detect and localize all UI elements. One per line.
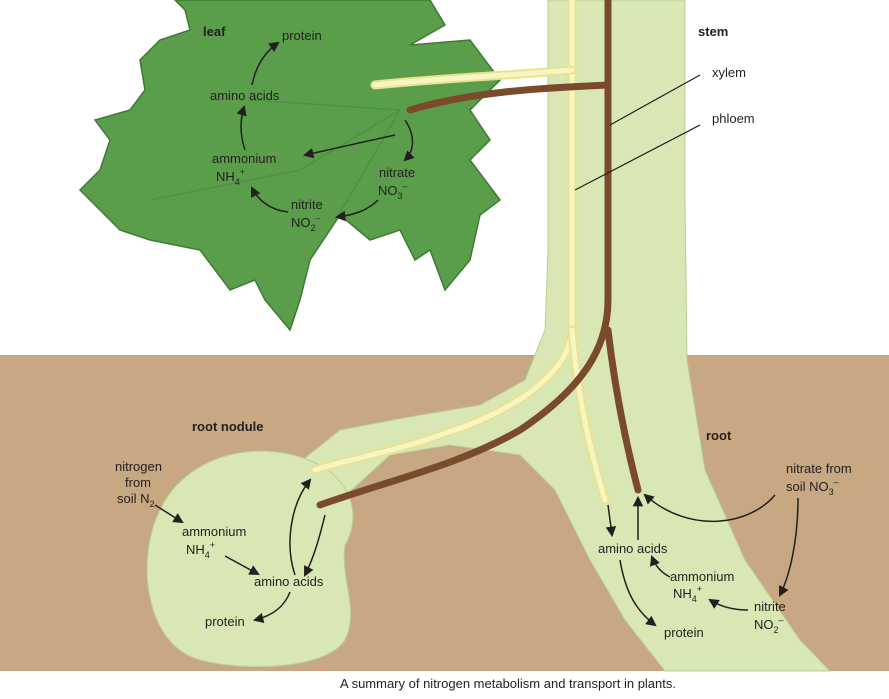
leaf-arrow-ammonium-to-amino [236, 104, 247, 151]
leaf-nitrate-formula: NO3– [378, 181, 408, 201]
nodule-nitrogen-line3: soil N2 [117, 491, 155, 509]
nodule-arrow-phloem-to-amino [304, 514, 326, 577]
phloem-root-branch [604, 326, 642, 494]
root-arrow-nitrate-to-nitrite [779, 497, 799, 597]
root-arrow-amino-to-protein [619, 559, 657, 627]
caption-strip [0, 671, 889, 694]
root-arrow-xylem-to-amino [605, 504, 617, 538]
stem-and-root [289, 0, 832, 672]
nodule-arrow-amino-to-protein [252, 591, 291, 624]
nodule-nitrogen-line1: nitrogen [115, 459, 162, 474]
nodule-arrow-ammonium-to-amino [224, 555, 260, 576]
leaf-ammonium-label: ammonium [212, 151, 276, 166]
root-amino-acids-label: amino acids [598, 541, 668, 556]
diagram-caption: A summary of nitrogen metabolism and tra… [340, 676, 676, 691]
root-region-label: root [706, 428, 732, 443]
xylem-leaf-branch-core [372, 67, 575, 88]
leaf-protein-label: protein [282, 28, 322, 43]
root-nitrate-line2: soil NO3– [786, 477, 839, 497]
leaf-nitrate-label: nitrate [379, 165, 415, 180]
leaf-arrow-xylem-to-ammonium [302, 134, 396, 159]
root-nitrate-line1: nitrate from [786, 461, 852, 476]
nodule-protein-label: protein [205, 614, 245, 629]
leaf-arrow-amino-to-protein [251, 41, 280, 86]
leaf-nitrite-formula: NO2– [291, 213, 321, 233]
phloem-vessel [316, 0, 612, 509]
leaf-arrow-nitrite-to-ammonium [251, 186, 289, 213]
phloem-label: phloem [712, 111, 755, 126]
leaf-arrow-nitrate-to-nitrite [334, 199, 379, 222]
leaf-ammonium-formula: NH4+ [216, 167, 245, 187]
phloem-leaf-branch [406, 81, 612, 114]
root-nodule-region-label: root nodule [192, 419, 264, 434]
root-nitrite-formula: NO2– [754, 615, 784, 635]
root-ammonium-formula: NH4+ [673, 584, 702, 604]
phloem-pointer-line [574, 124, 701, 191]
nodule-amino-acids-label: amino acids [254, 574, 324, 589]
leaf-amino-acids-label: amino acids [210, 88, 280, 103]
root-nodule [146, 450, 354, 668]
leaf-vein [149, 99, 401, 231]
leaf-region-label: leaf [203, 24, 226, 39]
nodule-ammonium-label: ammonium [182, 524, 246, 539]
stem-region-label: stem [698, 24, 728, 39]
xylem-label: xylem [712, 65, 746, 80]
nodule-arrow-amino-to-xylem [289, 478, 312, 576]
root-nitrite-label: nitrite [754, 599, 786, 614]
root-arrow-ammonium-to-amino [650, 555, 671, 578]
xylem-vessel-core [312, 0, 575, 473]
root-ammonium-label: ammonium [670, 569, 734, 584]
xylem-pointer-line [609, 74, 701, 126]
xylem-root-branch-core [569, 327, 608, 503]
nodule-ammonium-formula: NH4+ [186, 540, 215, 560]
root-arrow-nitrate-to-phloem [643, 493, 776, 523]
root-protein-label: protein [664, 625, 704, 640]
root-arrow-nitrite-to-ammonium [708, 598, 749, 611]
leaf-nitrite-label: nitrite [291, 197, 323, 212]
leaf-arrow-phloem-to-nitrate [403, 119, 415, 162]
nodule-arrow-nitrogen-to-ammonium [154, 504, 184, 524]
nodule-nitrogen-line2: from [125, 475, 151, 490]
